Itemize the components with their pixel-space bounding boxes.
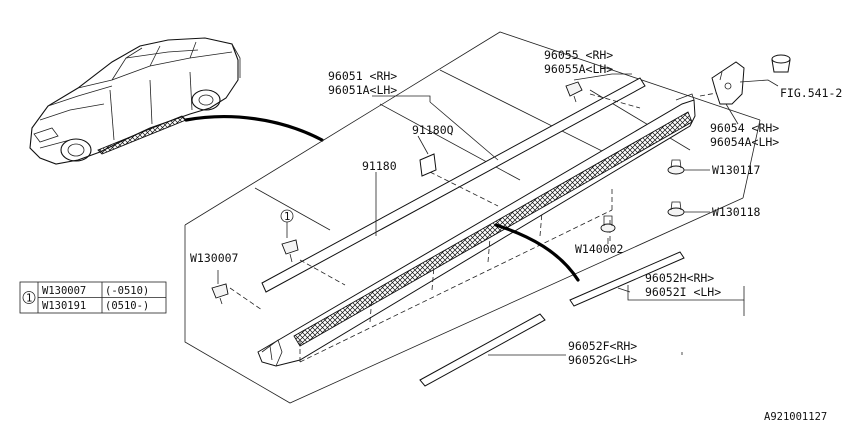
leader-lines xyxy=(217,73,779,356)
label-96051: 96051 <RH> xyxy=(328,69,397,83)
label-fig-541-2: FIG.541-2 xyxy=(780,86,842,100)
legend-row-2-part: W130191 xyxy=(42,300,86,312)
label-96052h: 96052H<RH> xyxy=(645,271,714,285)
molding-96051 xyxy=(261,77,646,293)
label-w130007: W130007 xyxy=(190,251,239,265)
leader-curve-car xyxy=(184,115,324,142)
label-96054: 96054 <RH> xyxy=(710,121,779,135)
clip-callout-1 xyxy=(281,239,299,263)
clip-96055 xyxy=(565,81,583,103)
label-96055a: 96055A<LH> xyxy=(544,62,613,76)
callout-1: 1 xyxy=(284,211,290,223)
clip-w130007 xyxy=(211,283,229,305)
hidden-lines xyxy=(229,91,723,363)
callout-circle-1 xyxy=(280,209,294,223)
fig-clip xyxy=(771,54,791,73)
label-96052f: 96052F<RH> xyxy=(568,339,637,353)
bracket-96054 xyxy=(711,61,745,105)
legend-row-1-part: W130007 xyxy=(42,285,86,297)
label-96051a: 96051A<LH> xyxy=(328,83,397,97)
clip-w130117 xyxy=(667,159,685,175)
label-91180q: 91180Q xyxy=(412,123,454,137)
legend-table: 1 W130007 (-0510) W130191 (0510-) xyxy=(19,281,167,314)
diagram-code: A921001127 xyxy=(764,411,827,423)
legend-row-2-range: (0510-) xyxy=(105,300,149,312)
legend-marker: 1 xyxy=(26,293,32,305)
legend-row-1-range: (-0510) xyxy=(105,285,149,297)
molding-96052h xyxy=(569,251,685,307)
label-96052g: 96052G<LH> xyxy=(568,353,637,367)
label-96052i: 96052I <LH> xyxy=(645,285,721,299)
molding-96052f xyxy=(419,313,546,387)
label-91180: 91180 xyxy=(362,159,397,173)
clip-w140002 xyxy=(600,215,616,233)
pad-91180q xyxy=(419,153,437,177)
side-sill-cover xyxy=(257,93,696,367)
car-illustration xyxy=(29,37,241,165)
label-w130118: W130118 xyxy=(712,205,761,219)
label-w130117: W130117 xyxy=(712,163,761,177)
clip-w130118 xyxy=(667,201,685,217)
leader-curve-sill xyxy=(494,223,580,282)
label-w140002: W140002 xyxy=(575,242,623,256)
label-96055: 96055 <RH> xyxy=(544,48,613,62)
label-96054a: 96054A<LH> xyxy=(710,135,779,149)
